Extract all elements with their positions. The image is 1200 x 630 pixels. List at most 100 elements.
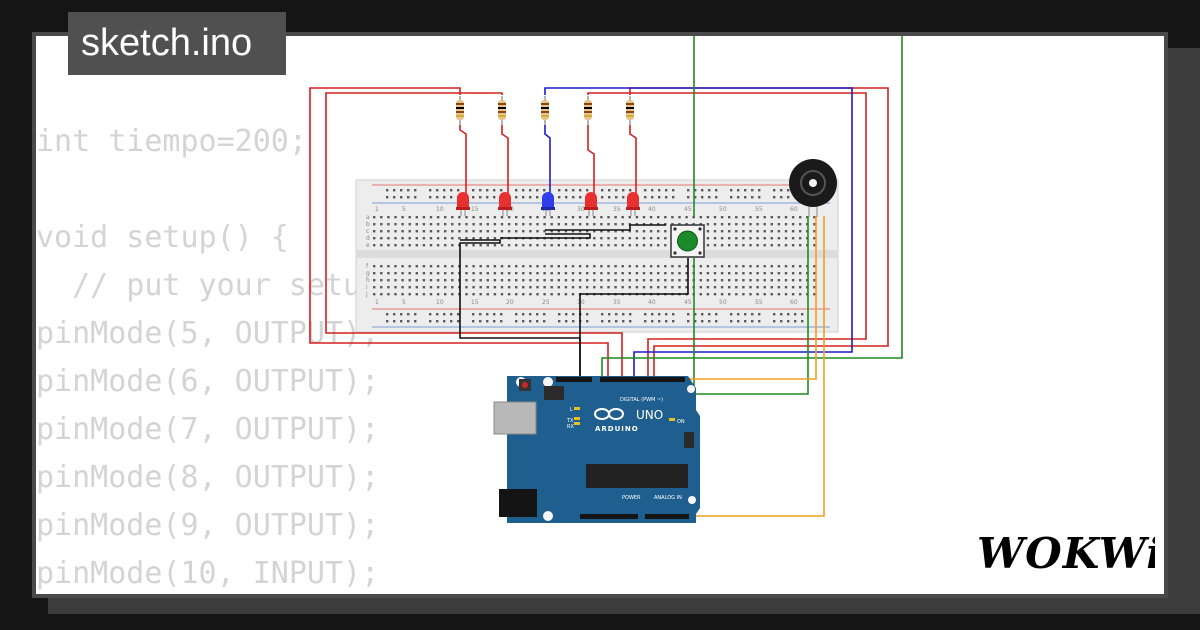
breadboard-hole [608,313,611,316]
breadboard-hole [550,216,553,219]
breadboard-hole [557,293,560,296]
breadboard-hole [770,216,773,219]
breadboard-hole [744,313,747,316]
breadboard-hole [628,216,631,219]
breadboard-hole [699,293,702,296]
breadboard-hole [658,196,661,199]
breadboard-hole [687,189,690,192]
breadboard-hole [749,265,752,268]
breadboard-hole [737,320,740,323]
breadboard-hole [799,279,802,282]
breadboard-hole [742,265,745,268]
breadboard-hole [407,196,410,199]
breadboard-hole [756,223,759,226]
breadboard-hole [543,320,546,323]
breadboard-hole [773,313,776,316]
breadboard-hole [515,272,518,275]
breadboard-hole [756,293,759,296]
breadboard-hole [429,216,433,219]
breadboard-hole [678,223,681,226]
breadboard-hole [465,286,468,289]
breadboard-hole [706,223,710,226]
led [584,192,598,216]
sketch-filename-tab: sketch.ino [68,12,286,75]
breadboard-hole [672,313,675,316]
button-cap[interactable] [677,230,698,252]
breadboard-hole [635,216,639,219]
breadboard-hole [728,216,731,219]
breadboard-hole [415,272,418,275]
breadboard-hole [699,286,702,289]
breadboard-hole [593,216,596,219]
pushbutton[interactable] [670,224,705,258]
breadboard-hole [657,286,660,289]
breadboard-hole [529,223,532,226]
breadboard-hole [380,223,383,226]
breadboard-hole [401,237,404,240]
breadboard-hole [373,230,376,233]
breadboard-hole [522,216,525,219]
breadboard-hole [791,237,795,240]
breadboard-hole [720,286,724,289]
breadboard-hole [564,272,568,275]
breadboard-hole [543,216,546,219]
breadboard-hole [558,196,561,199]
breadboard-hole [557,286,560,289]
breadboard-hole [737,189,740,192]
breadboard-hole [749,230,752,233]
breadboard-hole [401,244,404,247]
breadboard-hole [451,293,454,296]
breadboard-hole [444,293,447,296]
breadboard-hole [777,293,781,296]
breadboard-hole [713,216,717,219]
breadboard-hole [728,223,731,226]
breadboard-hole [720,223,724,226]
breadboard-hole [394,272,397,275]
breadboard-hole [801,313,804,316]
breadboard-hole [715,313,718,316]
breadboard-hole [373,265,376,268]
breadboard-hole [628,279,631,282]
breadboard-hole [713,223,717,226]
breadboard-hole [784,272,788,275]
breadboard-hole [708,189,711,192]
breadboard-hole [749,279,752,282]
breadboard-hole [586,272,589,275]
breadboard-hole [415,293,418,296]
breadboard-hole [780,320,783,323]
breadboard-hole [415,286,418,289]
breadboard-hole [791,230,795,233]
breadboard-hole [571,286,575,289]
breadboard-hole [414,196,417,199]
breadboard-hole [644,196,647,199]
breadboard-hole [791,279,795,282]
breadboard-hole [751,189,754,192]
breadboard-hole [543,313,546,316]
breadboard-hole [557,216,560,219]
column-number: 1 [375,299,379,306]
breadboard-hole [749,244,752,247]
breadboard-hole [735,223,738,226]
breadboard-hole [763,279,766,282]
wire-red [325,92,623,378]
breadboard-hole [393,189,396,192]
breadboard-hole [529,265,532,268]
breadboard-hole [557,244,560,247]
breadboard-hole [799,237,802,240]
resistor [456,96,464,125]
leds [456,192,640,216]
breadboard-hole [777,272,781,275]
led-body [499,192,511,209]
breadboard-hole [493,244,497,247]
breadboard-hole [615,320,618,323]
wire-red [587,92,867,378]
breadboard-hole [665,196,668,199]
breadboard-hole [586,313,589,316]
breadboard-hole [486,313,489,316]
buzzer-icon [789,159,837,217]
column-number: 55 [755,299,763,306]
breadboard-hole [536,272,539,275]
breadboard-hole [615,196,618,199]
breadboard-hole [586,216,589,219]
breadboard-hole [394,279,397,282]
